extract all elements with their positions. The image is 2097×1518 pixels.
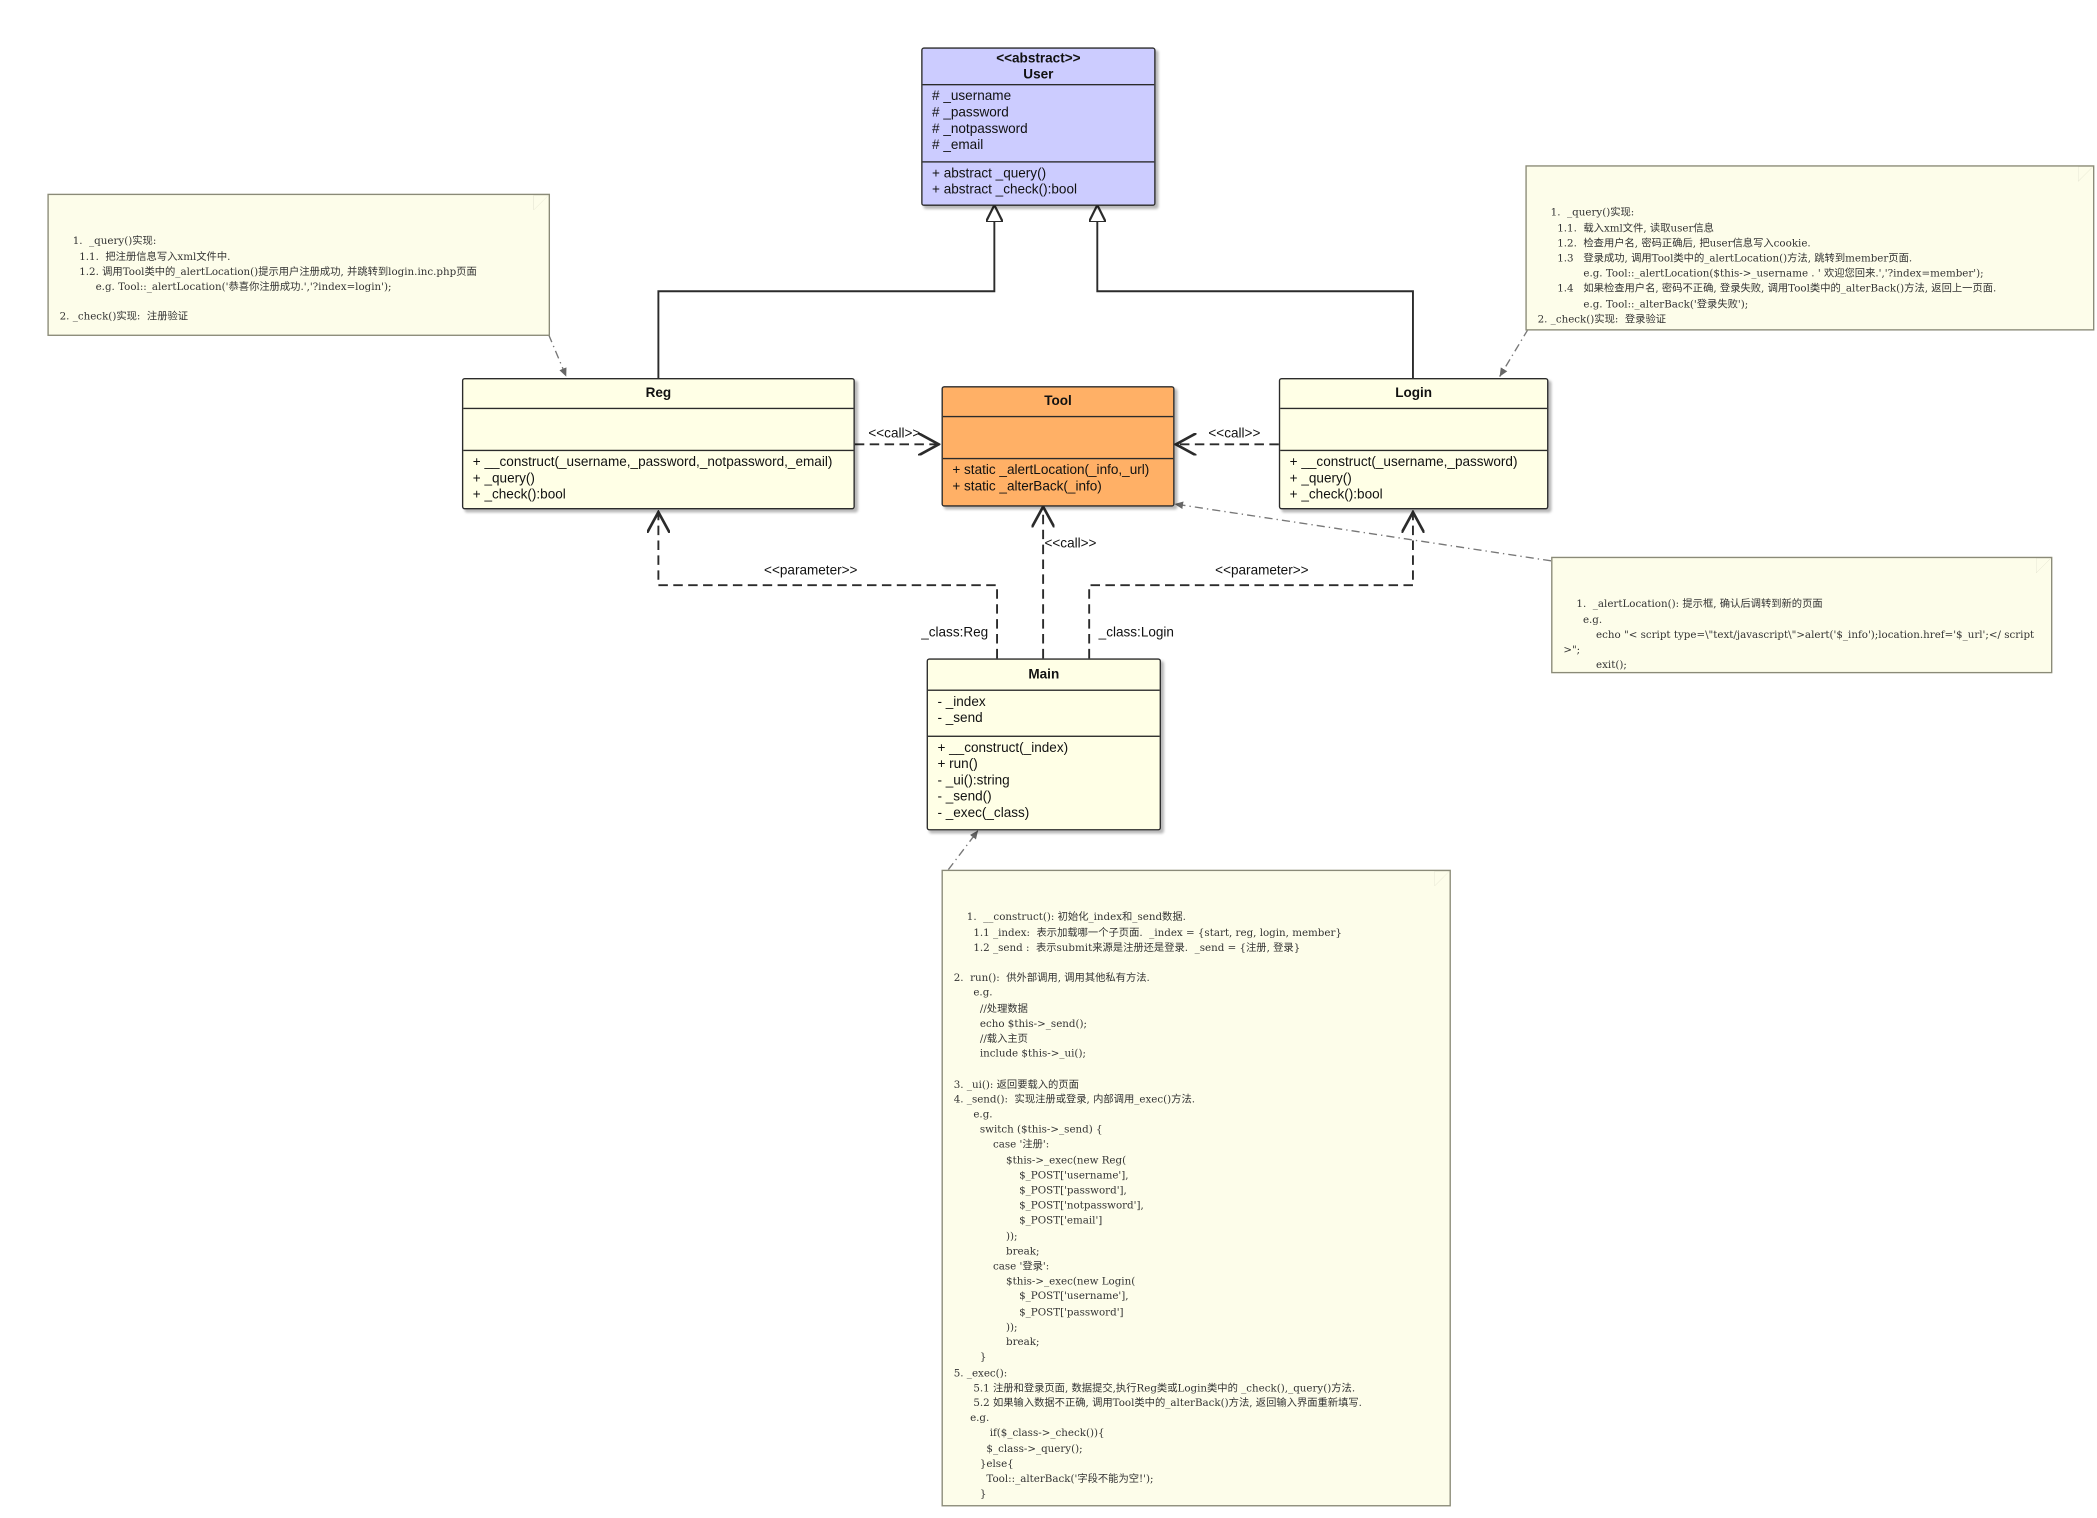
tool-note-anchor [1174, 501, 1552, 562]
note-fold-corner-inner [533, 195, 549, 210]
main-class[interactable]: Main - _index - _send + __construct(_ind… [926, 658, 1161, 831]
user-attribute: # _password [932, 105, 1009, 121]
class-reg-role-label: _class:Reg [921, 625, 989, 641]
tool-method: + static _alterBack(_info) [952, 479, 1102, 495]
tool-class[interactable]: Tool + static _alertLocation(_info,_url)… [941, 386, 1175, 507]
main-method: + __construct(_index) [937, 741, 1069, 756]
main-attribute: - _index [937, 694, 986, 710]
tool-methods: + static _alertLocation(_info,_url) + st… [943, 459, 1173, 500]
main-class-name: Main [927, 660, 1160, 691]
reg-inherits-user-edge [657, 206, 994, 380]
login-note-text: 1. _query()实现: 1.1. 载入xml文件, 读取user信息 1.… [1537, 206, 1997, 325]
main-attributes: - _index - _send [927, 691, 1160, 737]
note-fold-corner-inner [2078, 166, 2094, 182]
login-inherits-user-edge [1097, 206, 1414, 380]
user-class[interactable]: <<abstract>> User # _username # _passwor… [921, 47, 1156, 206]
tool-note-text: 1. _alertLocation(): 提示框, 确认后调转到新的页面 e.g… [1563, 597, 2035, 671]
reg-method: + _query() [472, 471, 535, 487]
user-stereotype: <<abstract>> [996, 51, 1081, 67]
main-method: - _exec(_class) [937, 806, 1030, 821]
main-tool-call-label: <<call>> [1044, 536, 1097, 552]
main-parameter-reg-edge [658, 512, 999, 659]
login-class-name: Login [1280, 379, 1548, 410]
main-methods: + __construct(_index) + run() - _ui():st… [928, 737, 1160, 826]
main-method: + run() [937, 757, 978, 773]
login-parameter-label: <<parameter>> [1215, 563, 1309, 579]
reg-class[interactable]: Reg + __construct(_username,_password,_n… [461, 377, 855, 510]
tool-attributes [942, 417, 1174, 460]
login-note: 1. _query()实现: 1.1. 载入xml文件, 读取user信息 1.… [1525, 165, 2095, 331]
user-method: + abstract _query() [932, 166, 1047, 182]
reg-method: + _check():bool [472, 487, 566, 503]
reg-tool-call-label: <<call>> [868, 426, 921, 442]
user-method: + abstract _check():bool [932, 182, 1077, 198]
reg-attributes [463, 409, 854, 452]
user-class-header: <<abstract>> User [922, 49, 1155, 86]
main-parameter-login-edge [1088, 512, 1413, 659]
note-fold-corner-inner [1434, 871, 1450, 886]
login-note-anchor [1499, 328, 1529, 377]
user-attributes: # _username # _password # _notpassword #… [922, 85, 1155, 163]
reg-parameter-label: <<parameter>> [764, 563, 858, 579]
login-method: + _query() [1289, 471, 1352, 487]
reg-methods: + __construct(_username,_password,_notpa… [463, 451, 853, 508]
reg-note-anchor [548, 334, 567, 377]
reg-note-text: 1. _query()实现: 1.1. 把注册信息写入xml文件中. 1.2. … [59, 234, 477, 323]
tool-note: 1. _alertLocation(): 提示框, 确认后调转到新的页面 e.g… [1551, 556, 2053, 674]
login-methods: + __construct(_username,_password) + _qu… [1280, 451, 1547, 508]
login-method: + __construct(_username,_password) [1289, 455, 1518, 471]
class-login-role-label: _class:Login [1098, 625, 1174, 641]
main-method: - _send() [937, 789, 992, 805]
main-note-text: 1. __construct(): 初始化_index和_send数据. 1.1… [953, 910, 1362, 1500]
login-attributes [1280, 409, 1548, 452]
user-methods: + abstract _query() + abstract _check():… [923, 163, 1155, 204]
login-method: + _check():bool [1289, 487, 1383, 503]
user-attribute: # _notpassword [932, 121, 1028, 137]
user-attribute: # _email [932, 138, 984, 154]
user-attribute: # _username [932, 89, 1012, 105]
reg-note: 1. _query()实现: 1.1. 把注册信息写入xml文件中. 1.2. … [47, 193, 551, 336]
login-tool-call-label: <<call>> [1208, 426, 1261, 442]
user-class-name: User [1023, 67, 1054, 83]
tool-class-name: Tool [942, 387, 1174, 418]
note-fold-corner-inner [2036, 558, 2052, 574]
main-note: 1. __construct(): 初始化_index和_send数据. 1.1… [941, 869, 1451, 1507]
login-class[interactable]: Login + __construct(_username,_password)… [1278, 377, 1549, 510]
reg-method: + __construct(_username,_password,_notpa… [472, 455, 833, 471]
tool-method: + static _alertLocation(_info,_url) [952, 463, 1150, 479]
reg-class-name: Reg [463, 379, 854, 410]
main-note-anchor [947, 830, 979, 871]
main-method: - _ui():string [937, 773, 1010, 789]
main-attribute: - _send [937, 711, 983, 727]
